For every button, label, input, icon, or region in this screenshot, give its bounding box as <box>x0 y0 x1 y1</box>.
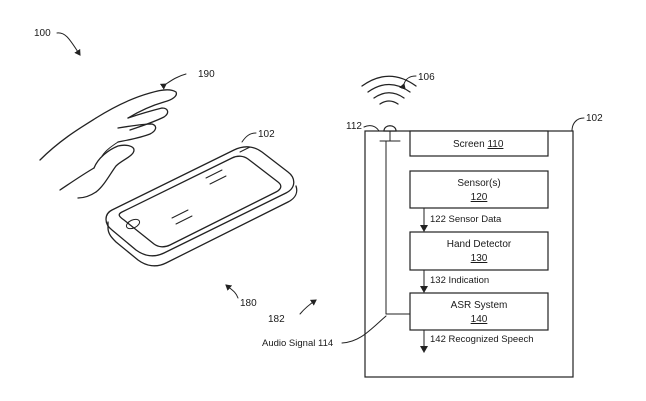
audio-signal-leader <box>341 315 387 344</box>
recognized-speech-label: 142 Recognized Speech <box>430 334 534 345</box>
sound-wave-4 <box>361 75 417 87</box>
arrow-182-label: 182 <box>268 314 285 325</box>
screen-block-label: Screen 110 <box>453 139 504 150</box>
screen-block-box <box>409 130 549 157</box>
hand-illustration <box>39 89 178 199</box>
sound-wave-2 <box>373 92 405 99</box>
device-block-diagram: 102 112 Screen 110 Sensor(s) 120 122 Sen… <box>346 113 603 378</box>
phone-home-button <box>125 218 141 230</box>
figure-ref-arrow <box>56 32 81 56</box>
hand-ref-label: 190 <box>198 69 215 80</box>
phone-ref-102-left: 102 <box>241 129 275 143</box>
hand-detector-block-ref: 130 <box>471 253 488 264</box>
sensors-block-label: Sensor(s) <box>457 178 500 189</box>
hand-thumb <box>93 144 135 193</box>
audio-signal-label: Audio Signal 114 <box>262 338 333 349</box>
arrow-180 <box>225 284 239 299</box>
phone-body-outline <box>105 146 295 257</box>
hand-detector-block-box <box>409 231 549 271</box>
hand-detector-block-label: Hand Detector <box>447 239 512 250</box>
phone-ref-leader <box>241 132 257 143</box>
hand-middle-finger <box>127 107 169 131</box>
figure-number-label: 100 <box>34 28 51 39</box>
indication-label: 132 Indication <box>430 275 489 286</box>
phone-speaker <box>239 146 251 153</box>
sound-waves <box>361 75 417 105</box>
microphone-ref-leader <box>363 125 380 132</box>
audio-signal-callout: Audio Signal 114 <box>262 315 387 349</box>
phone-ref-label-left: 102 <box>258 129 275 140</box>
hand-index-finger <box>95 89 178 119</box>
hand-ref-190: 190 <box>159 69 215 90</box>
device-ref-label: 102 <box>586 113 603 124</box>
hand-detector-block: Hand Detector 130 <box>409 231 549 271</box>
microphone: 112 <box>346 121 401 142</box>
sensors-block-box <box>409 170 549 209</box>
screen-block: Screen 110 <box>409 130 549 157</box>
hand-palm-edge <box>77 191 97 199</box>
audio-signal-line <box>385 140 411 315</box>
phone-screen <box>118 155 282 248</box>
phone-body-thickness <box>107 185 298 267</box>
sensors-block-ref: 120 <box>471 192 488 203</box>
phone-illustration <box>105 146 298 267</box>
hand-forearm-top-line <box>39 117 97 161</box>
microphone-icon <box>383 125 397 132</box>
phone-screen-glare-top <box>205 169 227 185</box>
wave-ref-label: 106 <box>418 72 435 83</box>
sound-wave-1 <box>379 100 399 105</box>
arrow-180-label: 180 <box>240 298 257 309</box>
hand-ref-arrow <box>159 73 187 90</box>
figure-ref-100: 100 <box>34 28 81 56</box>
sensors-block: Sensor(s) 120 <box>409 170 549 209</box>
asr-block-label: ASR System <box>451 300 508 311</box>
sensor-data-label: 122 Sensor Data <box>430 214 502 225</box>
microphone-ref-label: 112 <box>346 121 362 132</box>
asr-block: ASR System 140 <box>409 292 549 331</box>
hand-crease <box>101 141 119 157</box>
arrow-182 <box>299 299 317 315</box>
wave-ref-arrow <box>399 75 417 90</box>
wave-ref-106: 106 <box>399 72 435 90</box>
hand-ring-finger <box>117 123 157 143</box>
arrow-ref-182: 182 <box>268 299 317 325</box>
device-ref-leader <box>571 117 585 132</box>
asr-block-box <box>409 292 549 331</box>
hand-forearm-bottom-line <box>59 167 95 191</box>
phone-screen-glare-bottom <box>171 209 193 225</box>
arrow-ref-180: 180 <box>225 284 257 309</box>
asr-block-ref: 140 <box>471 314 488 325</box>
sound-wave-3 <box>367 83 411 93</box>
